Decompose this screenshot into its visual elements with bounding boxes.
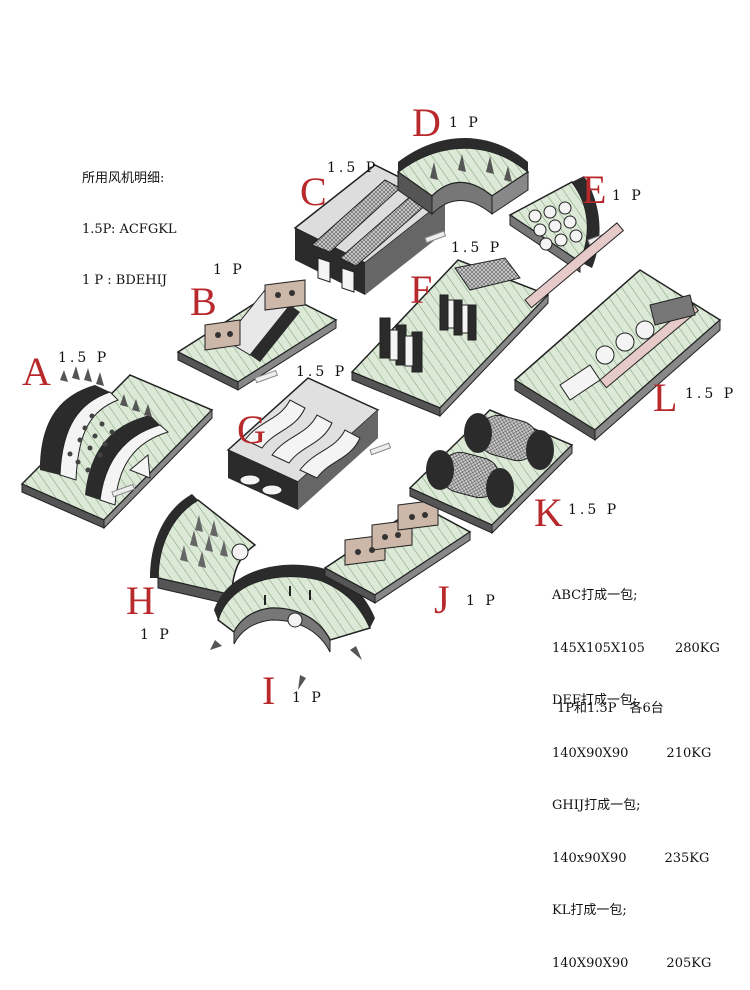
packing-group: KL打成一包;	[552, 903, 627, 918]
module-rating-k: 1.5 P	[568, 502, 620, 518]
packing-spec: 140X90X90	[552, 745, 629, 761]
module-rating-f: 1.5 P	[451, 240, 503, 256]
packing-group: DEF打成一包;	[552, 693, 638, 708]
obstacle-course-diagram	[20, 138, 722, 690]
packing-spec: 145X105X105	[552, 640, 645, 656]
module-rating-j: 1 P	[466, 593, 498, 609]
module-f-illustration	[350, 257, 550, 418]
module-g-illustration	[226, 377, 392, 510]
blower-notes-line: 1.5P: ACFGKL	[82, 222, 177, 237]
module-rating-d: 1 P	[449, 115, 481, 131]
packing-group: ABC打成一包;	[552, 588, 638, 603]
blower-notes-line: 1 P : BDEHIJ	[82, 273, 167, 288]
packing-info: ABC打成一包; 145X105X105 280KG DEF打成一包; 140X9…	[552, 552, 720, 990]
module-letter-l: L	[653, 375, 678, 420]
module-letter-i: I	[262, 668, 276, 713]
packing-weight: 235KG	[664, 850, 710, 866]
module-letter-g: G	[237, 407, 266, 452]
module-d-illustration	[396, 138, 530, 216]
module-j-illustration	[323, 499, 472, 604]
module-k-illustration	[408, 409, 574, 535]
blower-notes-title: 所用风机明细:	[82, 171, 165, 186]
module-letter-e: E	[582, 167, 607, 212]
packing-weight: 205KG	[666, 955, 712, 971]
module-letter-j: J	[434, 577, 450, 622]
module-rating-h: 1 P	[140, 627, 172, 643]
module-rating-g: 1.5 P	[296, 364, 348, 380]
module-rating-e: 1 P	[612, 188, 644, 204]
module-letter-b: B	[190, 279, 217, 324]
packing-weight: 280KG	[674, 640, 720, 656]
module-rating-c: 1.5 P	[327, 160, 379, 176]
module-h-illustration	[150, 494, 257, 606]
blower-summary: 1P和1.5P 各6台	[557, 701, 664, 716]
module-rating-l: 1.5 P	[685, 386, 737, 402]
module-rating-b: 1 P	[213, 262, 245, 278]
packing-spec: 140x90X90	[552, 850, 627, 866]
module-letter-c: C	[300, 169, 327, 214]
module-letter-d: D	[412, 100, 441, 145]
module-letter-h: H	[126, 578, 155, 623]
packing-spec: 140X90X90	[552, 955, 629, 971]
packing-weight: 210KG	[666, 745, 712, 761]
module-rating-i: 1 P	[292, 690, 324, 706]
module-letter-a: A	[22, 349, 51, 394]
module-a-illustration	[20, 366, 214, 530]
module-letter-k: K	[534, 490, 563, 535]
module-l-illustration	[513, 222, 722, 442]
module-letter-f: F	[410, 267, 433, 312]
module-b-illustration	[176, 279, 338, 391]
module-rating-a: 1.5 P	[58, 350, 110, 366]
blower-notes: 所用风机明细: 1.5P: ACFGKL 1 P : BDEHIJ	[82, 136, 177, 306]
packing-group: GHIJ打成一包;	[552, 798, 641, 813]
